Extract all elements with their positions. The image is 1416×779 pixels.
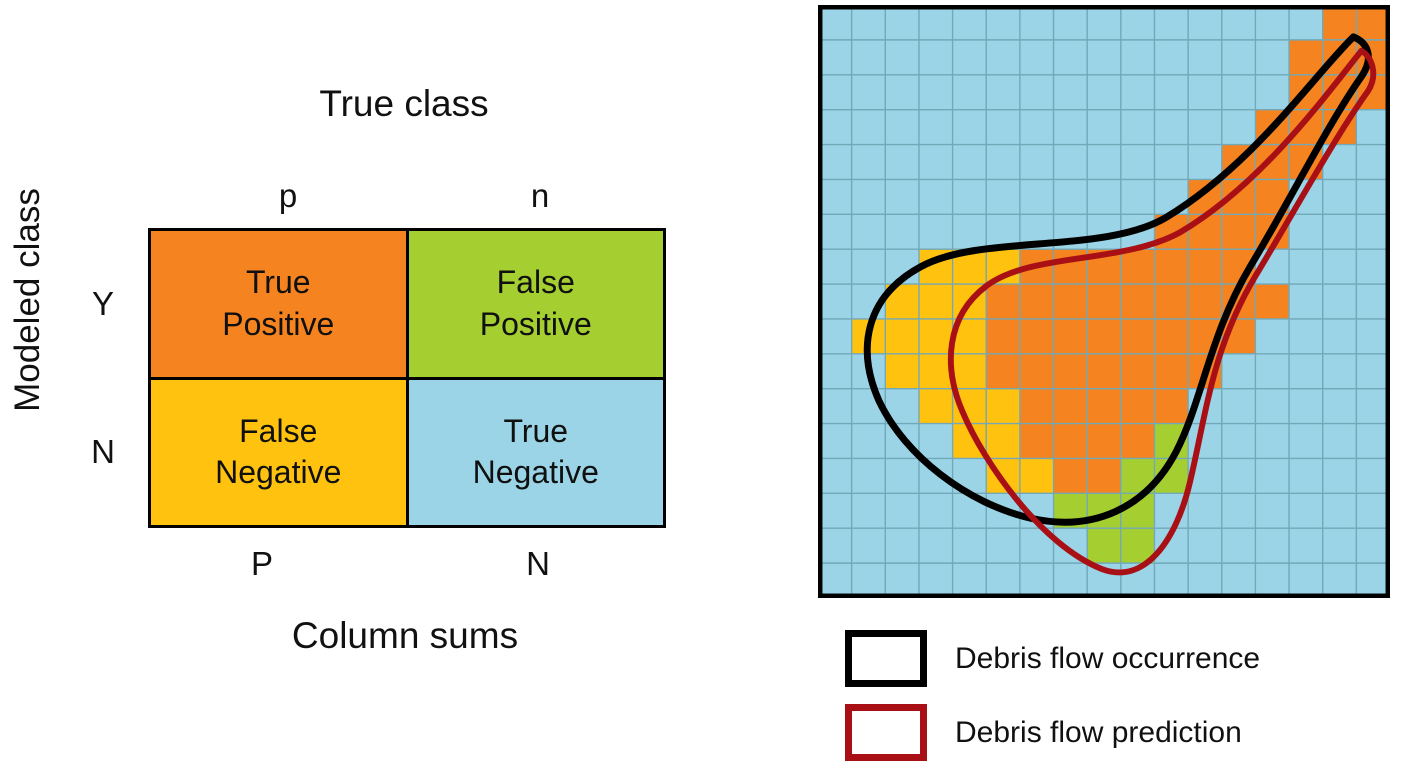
map-cell-true_positive — [1087, 284, 1121, 319]
map-cell-true_positive — [1120, 284, 1155, 319]
map-cell-false_negative — [918, 284, 953, 319]
map-cell-true_positive — [1255, 284, 1290, 319]
map-cell-false_negative — [952, 353, 987, 389]
map-cell-true_positive — [1120, 388, 1155, 424]
map-grid-lines — [818, 5, 1390, 598]
map-cell-true_positive — [1188, 284, 1222, 319]
map-cell-true_positive — [1154, 284, 1189, 319]
map-cell-true_positive — [1120, 249, 1155, 285]
cell-false-positive: False Positive — [408, 231, 663, 377]
map-cell-true_positive — [1019, 388, 1054, 424]
map-cell-true_positive — [1087, 423, 1121, 459]
map-cell-true_positive — [1120, 353, 1155, 389]
map-cell-false_negative — [885, 318, 919, 354]
map-cell-true_positive — [1154, 353, 1189, 389]
cell-false-negative: False Negative — [151, 379, 406, 525]
map-cell-false_negative — [918, 388, 953, 424]
cell-true-negative: True Negative — [408, 379, 663, 525]
map-cell-true_positive — [1322, 5, 1357, 40]
map-cell-true_positive — [1154, 388, 1189, 424]
column-sums-title: Column sums — [291, 615, 519, 656]
map-cell-true_positive — [1154, 249, 1189, 285]
map-cell-true_positive — [1053, 284, 1088, 319]
map-cell-false_negative — [885, 353, 919, 389]
map-cell-true_positive — [986, 353, 1020, 389]
map-legend: Debris flow occurrence Debris flow predi… — [845, 630, 1260, 778]
map-cell-true_positive — [1087, 318, 1121, 354]
occurrence-label: Debris flow occurrence — [955, 641, 1261, 675]
map-cell-true_positive — [1255, 144, 1290, 180]
prediction-swatch — [845, 704, 927, 761]
map-cell-false_positive — [1120, 528, 1155, 564]
true-class-title: True class — [319, 83, 489, 124]
map-cell-false_negative — [986, 388, 1020, 424]
map-cell-true_positive — [1221, 214, 1256, 250]
confusion-matrix: True Positive False Positive False Negat… — [148, 228, 666, 528]
map-cell-true_positive — [1120, 318, 1155, 354]
map-cell-false_negative — [918, 353, 953, 389]
map-cell-true_positive — [986, 318, 1020, 354]
map-cell-false_negative — [918, 318, 953, 354]
map-cell-true_positive — [1087, 353, 1121, 389]
debris-flow-map — [818, 5, 1390, 598]
map-cell-true_positive — [1087, 458, 1121, 494]
row-label-y: Y — [91, 285, 115, 322]
map-cell-true_positive — [1188, 214, 1222, 250]
col-sum-n: N — [526, 545, 550, 582]
map-cell-true_positive — [1053, 458, 1088, 494]
map-cell-true_positive — [1053, 318, 1088, 354]
map-cell-true_positive — [1188, 249, 1222, 285]
col-sum-p: P — [250, 545, 274, 582]
map-cell-true_positive — [986, 284, 1020, 319]
col-label-p: p — [278, 177, 298, 214]
col-label-n: n — [530, 177, 550, 214]
map-cell-true_positive — [1087, 388, 1121, 424]
cell-true-positive: True Positive — [151, 231, 406, 377]
map-cell-true_positive — [1120, 423, 1155, 459]
map-cell-false_positive — [1087, 528, 1121, 564]
map-cell-true_positive — [1289, 109, 1323, 145]
row-label-n: N — [91, 433, 115, 470]
map-cell-false_negative — [986, 423, 1020, 459]
map-cell-true_positive — [1019, 318, 1054, 354]
map-cell-true_positive — [1019, 284, 1054, 319]
occurrence-outline — [863, 33, 1372, 526]
prediction-label: Debris flow prediction — [955, 715, 1242, 749]
occurrence-swatch — [845, 630, 927, 687]
modeled-class-axis: Modeled class — [8, 188, 47, 412]
map-cell-true_positive — [1053, 353, 1088, 389]
map-cell-true_positive — [1019, 423, 1054, 459]
prediction-outline — [947, 47, 1377, 576]
map-cell-true_positive — [1053, 388, 1088, 424]
map-cell-true_positive — [1356, 5, 1390, 40]
map-cell-true_positive — [1289, 39, 1323, 75]
map-cell-true_positive — [1053, 423, 1088, 459]
legend-item-prediction: Debris flow prediction — [845, 704, 1260, 761]
map-cell-true_positive — [1154, 318, 1189, 354]
legend-item-occurrence: Debris flow occurrence — [845, 630, 1260, 687]
map-cell-false_negative — [1019, 458, 1054, 494]
map-cell-true_positive — [1053, 249, 1088, 285]
map-cell-true_positive — [1019, 353, 1054, 389]
